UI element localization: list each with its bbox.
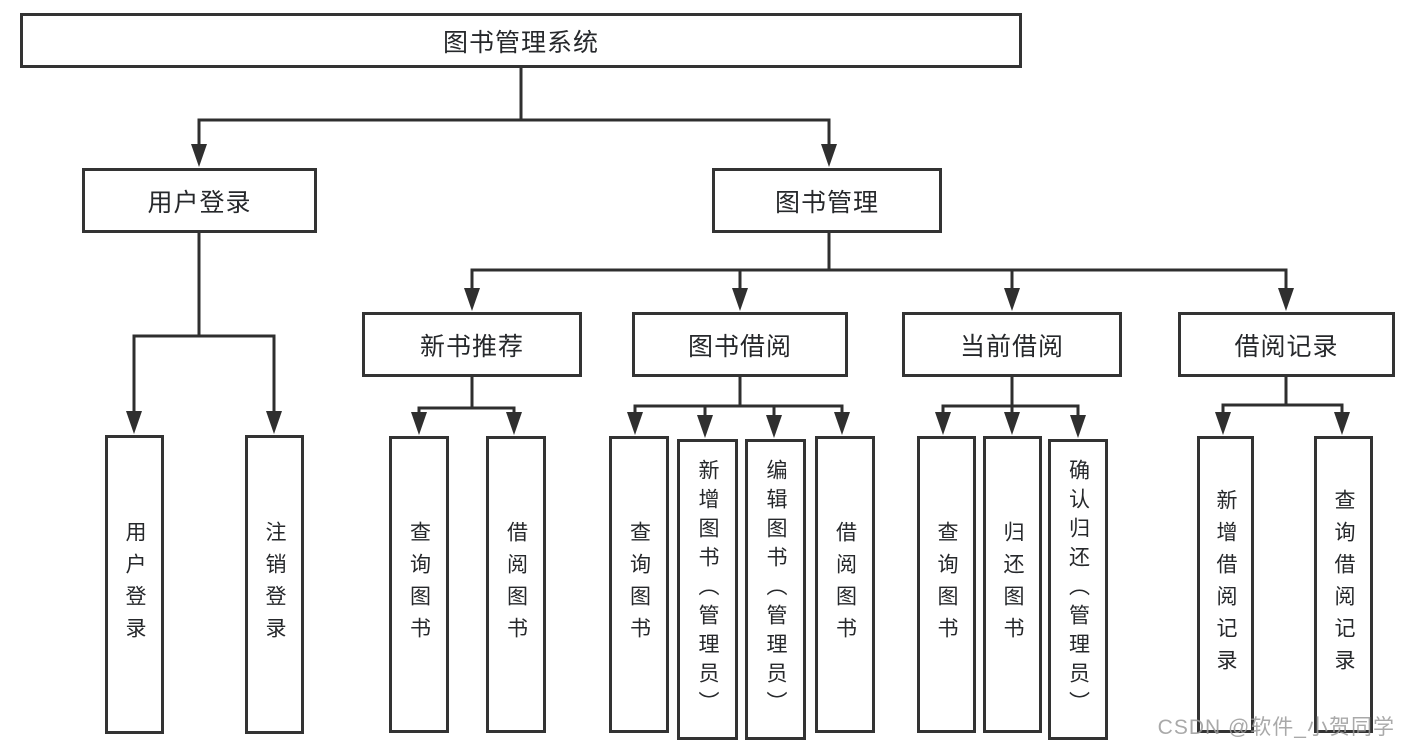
arrowhead [821,144,837,167]
node-label: 当前借阅 [959,332,1064,361]
arrowhead [506,412,522,435]
leaf-records-add-borrow-record: 新增借阅记录 [1197,436,1254,733]
leaf-borrowing-add-books-admin: 新增图书（管理员） [677,439,738,740]
arrowhead [191,144,207,167]
leaf-records-query-borrow-record: 查询借阅记录 [1314,436,1373,733]
arrowhead [1004,412,1020,435]
connector-records-branch [1221,403,1344,412]
node-new-book-recommend: 新书推荐 [362,312,582,377]
arrowhead [1334,412,1350,435]
connector-user-login-branch [132,334,276,414]
leaf-current-confirm-return-admin: 确认归还（管理员） [1048,439,1108,740]
connector-newbook-branch [417,406,516,415]
leaf-label: 新增借阅记录 [1214,488,1237,681]
leaf-borrowing-borrow-books: 借阅图书 [815,436,875,733]
connector-borrowing-branch [633,404,844,413]
watermark-csdn: CSDN @软件_小贺同学 [1157,716,1395,739]
node-book-borrowing: 图书借阅 [632,312,848,377]
leaf-label: 归还图书 [1001,520,1024,649]
node-borrowing-records: 借阅记录 [1178,312,1395,377]
arrowhead [1215,412,1231,435]
leaf-logout: 注销登录 [245,435,304,734]
arrowhead [464,288,480,311]
leaf-borrowing-query-books: 查询图书 [609,436,669,733]
node-user-login: 用户登录 [82,168,317,233]
leaf-label: 编辑图书（管理员） [764,459,787,720]
leaf-borrowing-edit-books-admin: 编辑图书（管理员） [745,439,806,740]
leaf-label: 查询图书 [627,520,651,649]
arrowhead [766,415,782,438]
leaf-label: 查询图书 [407,520,431,649]
leaf-newbook-borrow-books: 借阅图书 [486,436,546,733]
leaf-label: 注销登录 [263,520,286,649]
connector-root-branch [197,118,831,148]
leaf-label: 新增图书（管理员） [696,459,719,720]
node-label: 用户登录 [147,188,252,217]
leaf-label: 借阅图书 [833,520,857,649]
leaf-newbook-query-books: 查询图书 [389,436,449,733]
node-book-management: 图书管理 [712,168,942,233]
node-library-management-system: 图书管理系统 [20,13,1022,68]
arrowhead [732,288,748,311]
arrowhead [1070,415,1086,438]
arrowhead [411,412,427,435]
arrowhead [627,412,643,435]
node-label: 借阅记录 [1234,332,1339,361]
leaf-label: 借阅图书 [504,520,528,649]
leaf-current-query-books: 查询图书 [917,436,976,733]
connector-book-mgmt-branch [470,268,1288,291]
node-label: 图书借阅 [687,332,792,361]
arrowhead [126,411,142,434]
node-label: 图书管理 [774,188,879,217]
leaf-label: 查询借阅记录 [1332,488,1355,681]
leaf-label: 用户登录 [123,520,146,649]
arrowhead [697,415,713,438]
connector-current-branch [941,404,1080,416]
arrowhead [266,411,282,434]
leaf-current-return-books: 归还图书 [983,436,1042,733]
leaf-label: 确认归还（管理员） [1066,459,1090,720]
node-label: 新书推荐 [419,332,524,361]
leaf-user-login: 用户登录 [105,435,164,734]
node-label: 图书管理系统 [442,28,599,57]
arrowhead [1004,288,1020,311]
arrowhead [834,412,850,435]
node-current-borrowing: 当前借阅 [902,312,1122,377]
arrowhead [1278,288,1294,311]
arrowhead [935,412,951,435]
leaf-label: 查询图书 [935,520,958,649]
